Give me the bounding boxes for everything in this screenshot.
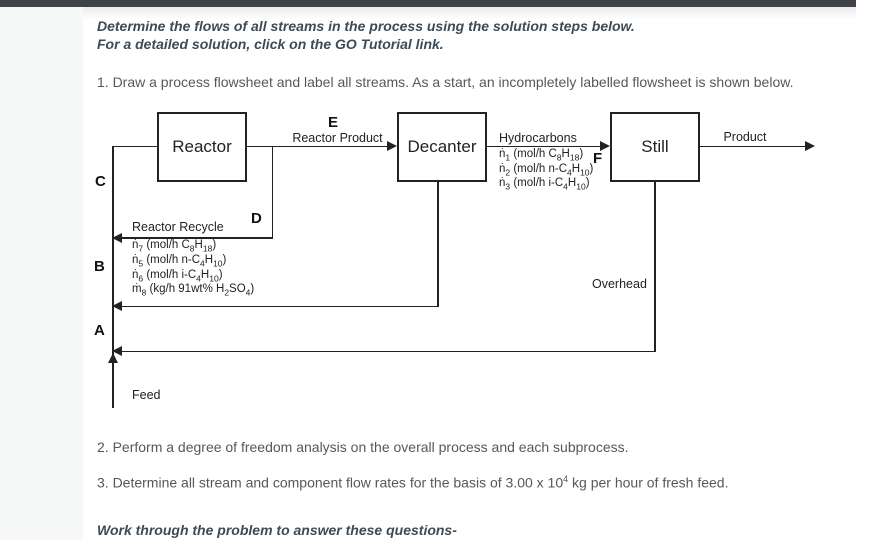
hydrocarbons-line [487,145,600,147]
recycle-branch-line [271,147,273,238]
stream-letter-c: C [95,173,106,190]
reactor-recycle-line [121,237,273,239]
intro-line-1: Determine the flows of all streams in th… [97,18,635,34]
recycle-component-4: ṁ8 (kg/h 91wt% H2SO4) [132,283,255,298]
stream-letter-f: F [593,150,603,167]
decanter-bottoms-line [121,305,439,307]
overhead-arrowhead [112,346,122,357]
top-bar-shadow [0,7,856,20]
left-gutter-panel [0,7,83,540]
feed-arrowhead [107,353,118,363]
step-1-text: 1. Draw a process flowsheet and label al… [97,74,794,90]
stream-letter-e: E [328,114,339,131]
hydrocarbons-arrowhead [600,141,610,152]
recycle-component-2: ṅ5 (mol/h n-C4H10) [132,253,227,269]
reactor-recycle-label: Reactor Recycle [132,220,224,234]
decanter-bottoms-arrowhead [112,301,122,312]
product-arrowhead [805,141,815,152]
decanter-bottoms-drop-line [437,182,439,307]
hydrocarbons-component-3: ṅ3 (mol/h i-C4H10) [499,177,590,192]
main-feed-recycle-line [112,145,114,408]
feed-into-reactor-line [113,145,157,147]
reactor-product-label: Reactor Product [292,131,383,145]
overhead-drop-line [654,182,656,352]
decanter-box: Decanter [397,112,487,182]
still-label: Still [641,137,669,156]
step-2-text: 2. Perform a degree of freedom analysis … [97,439,629,455]
reactor-recycle-arrowhead [112,232,122,243]
stream-letter-d: D [251,210,262,227]
stream-letter-b: B [94,258,105,275]
reactor-label: Reactor [172,137,232,156]
product-label: Product [723,130,767,144]
decanter-label: Decanter [407,137,477,156]
hydrocarbons-component-1: ṅ1 (mol/h C8H18) [499,148,584,163]
recycle-component-1: ṅ7 (mol/h C8H18) [132,239,217,254]
feed-label: Feed [132,388,161,402]
reactor-product-arrowhead [387,141,397,152]
top-bar [0,0,856,7]
reactor-product-line [247,145,387,147]
hydrocarbons-label: Hydrocarbons [499,131,577,145]
hydrocarbons-composition: ṅ1 (mol/h C8H18) ṅ2 (mol/h n-C4H10) ṅ3 (… [499,147,593,191]
recycle-component-3: ṅ6 (mol/h i-C4H10) [132,268,223,283]
step-3-text: 3. Determine all stream and component fl… [97,474,729,491]
overhead-line [121,350,656,352]
stream-letter-a: A [94,322,105,339]
overhead-label: Overhead [592,277,647,291]
product-line [700,145,805,147]
reactor-box: Reactor [157,112,247,182]
still-box: Still [610,112,700,182]
intro-line-2: For a detailed solution, click on the GO… [97,36,444,52]
outro-text: Work through the problem to answer these… [97,522,457,538]
recycle-composition: ṅ7 (mol/h C8H18) ṅ5 (mol/h n-C4H10) ṅ6 (… [132,238,254,297]
hydrocarbons-component-2: ṅ2 (mol/h n-C4H10) [499,162,594,177]
